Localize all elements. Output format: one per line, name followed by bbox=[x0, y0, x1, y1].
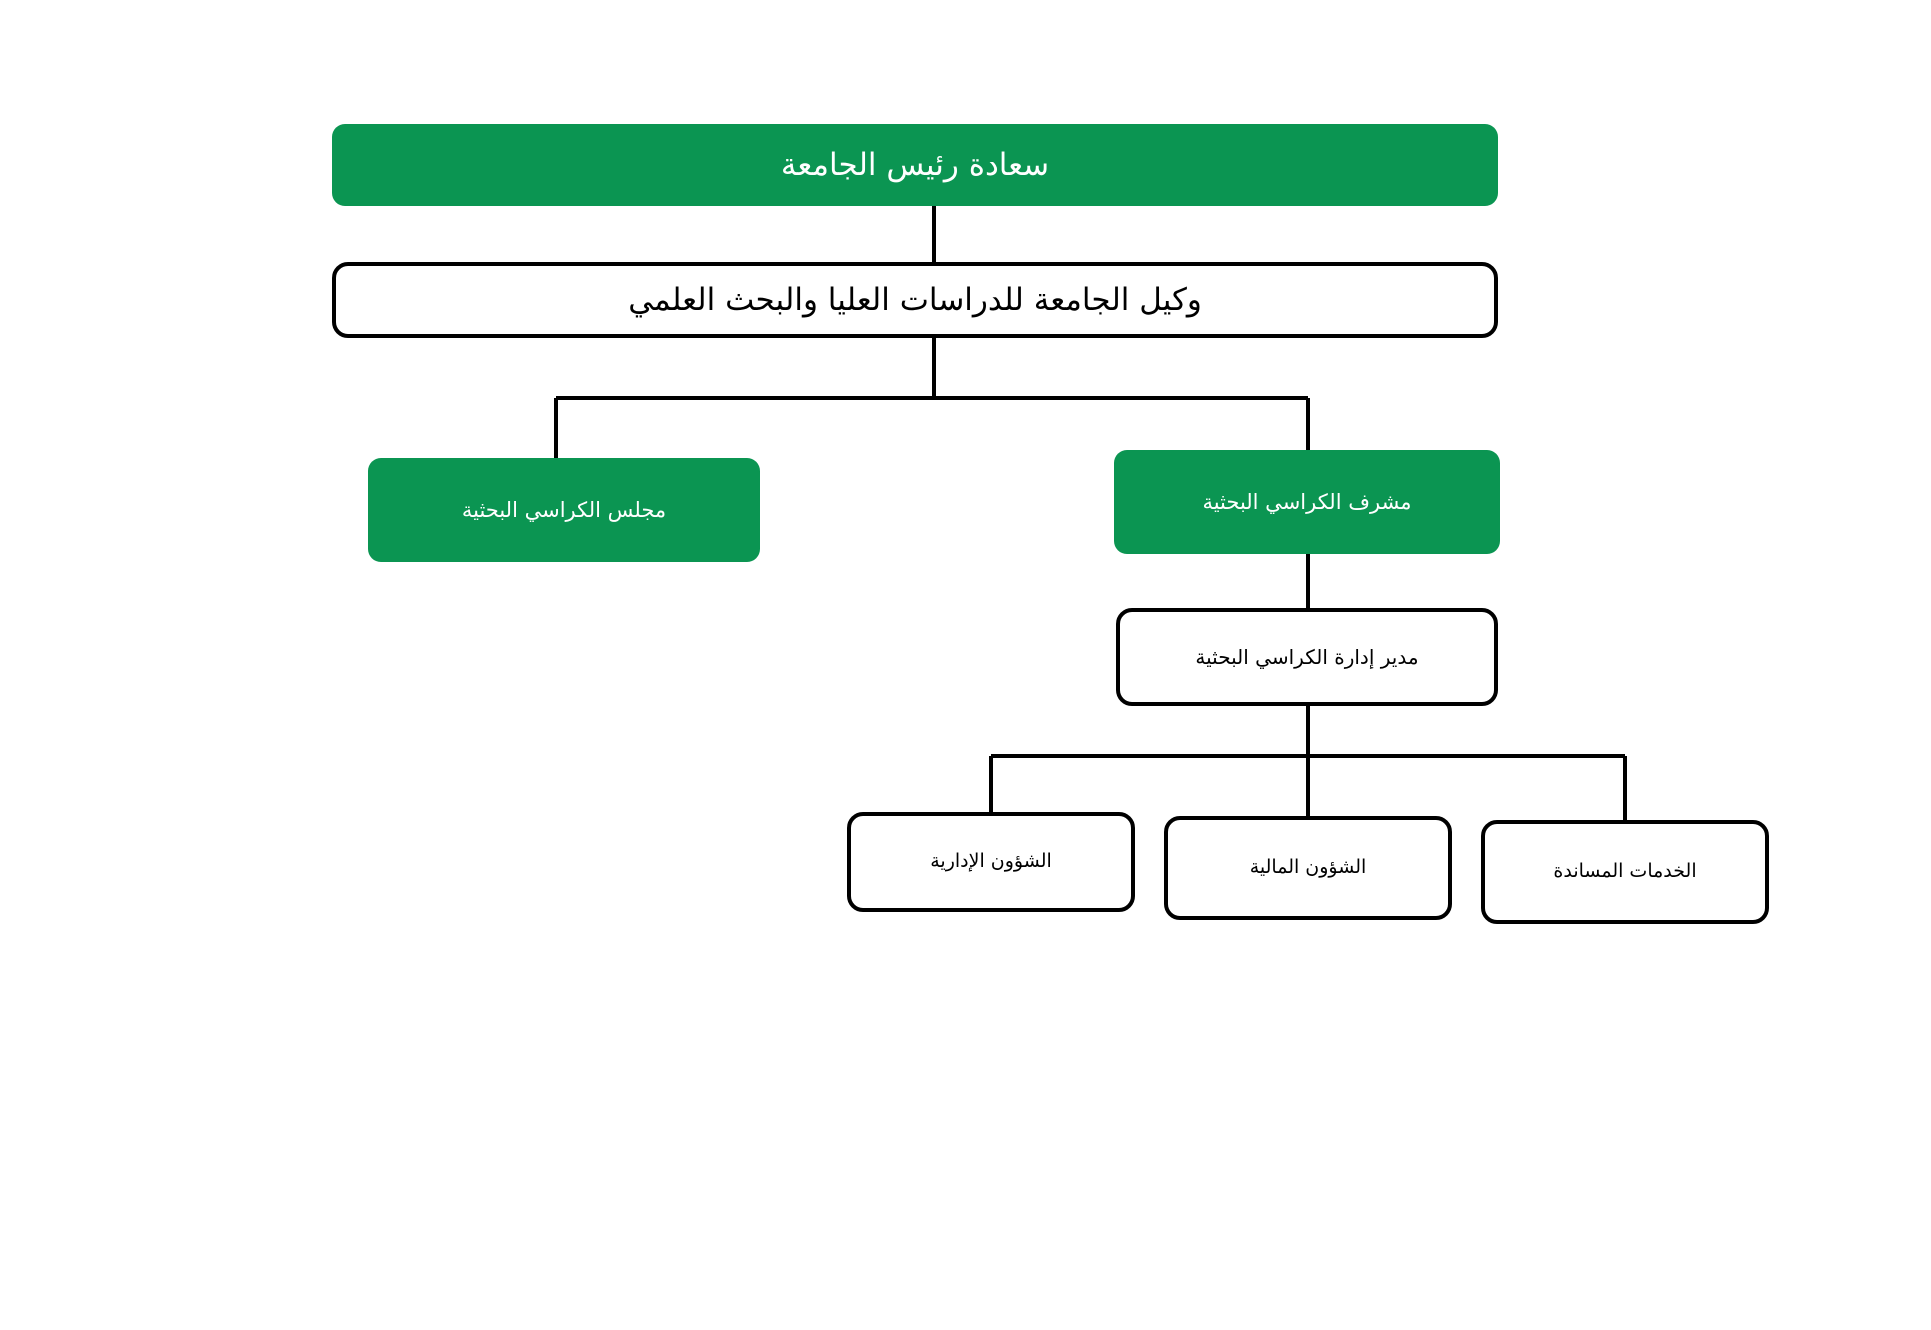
node-support-services[interactable]: الخدمات المساندة bbox=[1481, 820, 1769, 924]
node-president[interactable]: سعادة رئيس الجامعة bbox=[332, 124, 1498, 206]
node-vice-president[interactable]: وكيل الجامعة للدراسات العليا والبحث العل… bbox=[332, 262, 1498, 338]
node-chairs-supervisor[interactable]: مشرف الكراسي البحثية bbox=[1114, 450, 1500, 554]
node-chairs-council[interactable]: مجلس الكراسي البحثية bbox=[368, 458, 760, 562]
node-financial-affairs[interactable]: الشؤون المالية bbox=[1164, 816, 1452, 920]
node-admin-affairs[interactable]: الشؤون الإدارية bbox=[847, 812, 1135, 912]
node-chairs-manager[interactable]: مدير إدارة الكراسي البحثية bbox=[1116, 608, 1498, 706]
